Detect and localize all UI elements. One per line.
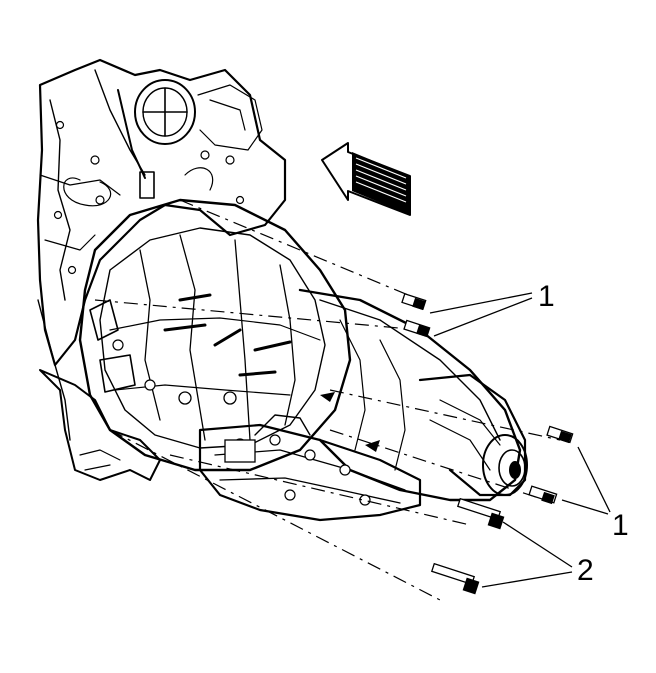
leader-lines (429, 292, 611, 588)
direction-arrow-icon (321, 142, 411, 216)
engine-block (36, 58, 287, 481)
alignment-lines (94, 199, 561, 601)
callout-1-lower: 1 (612, 509, 629, 542)
callout-1-upper: 1 (538, 280, 555, 313)
stud-icon (528, 425, 574, 505)
stud-icon (401, 292, 431, 338)
bolt-icon (430, 497, 505, 595)
callout-2: 2 (577, 554, 594, 587)
